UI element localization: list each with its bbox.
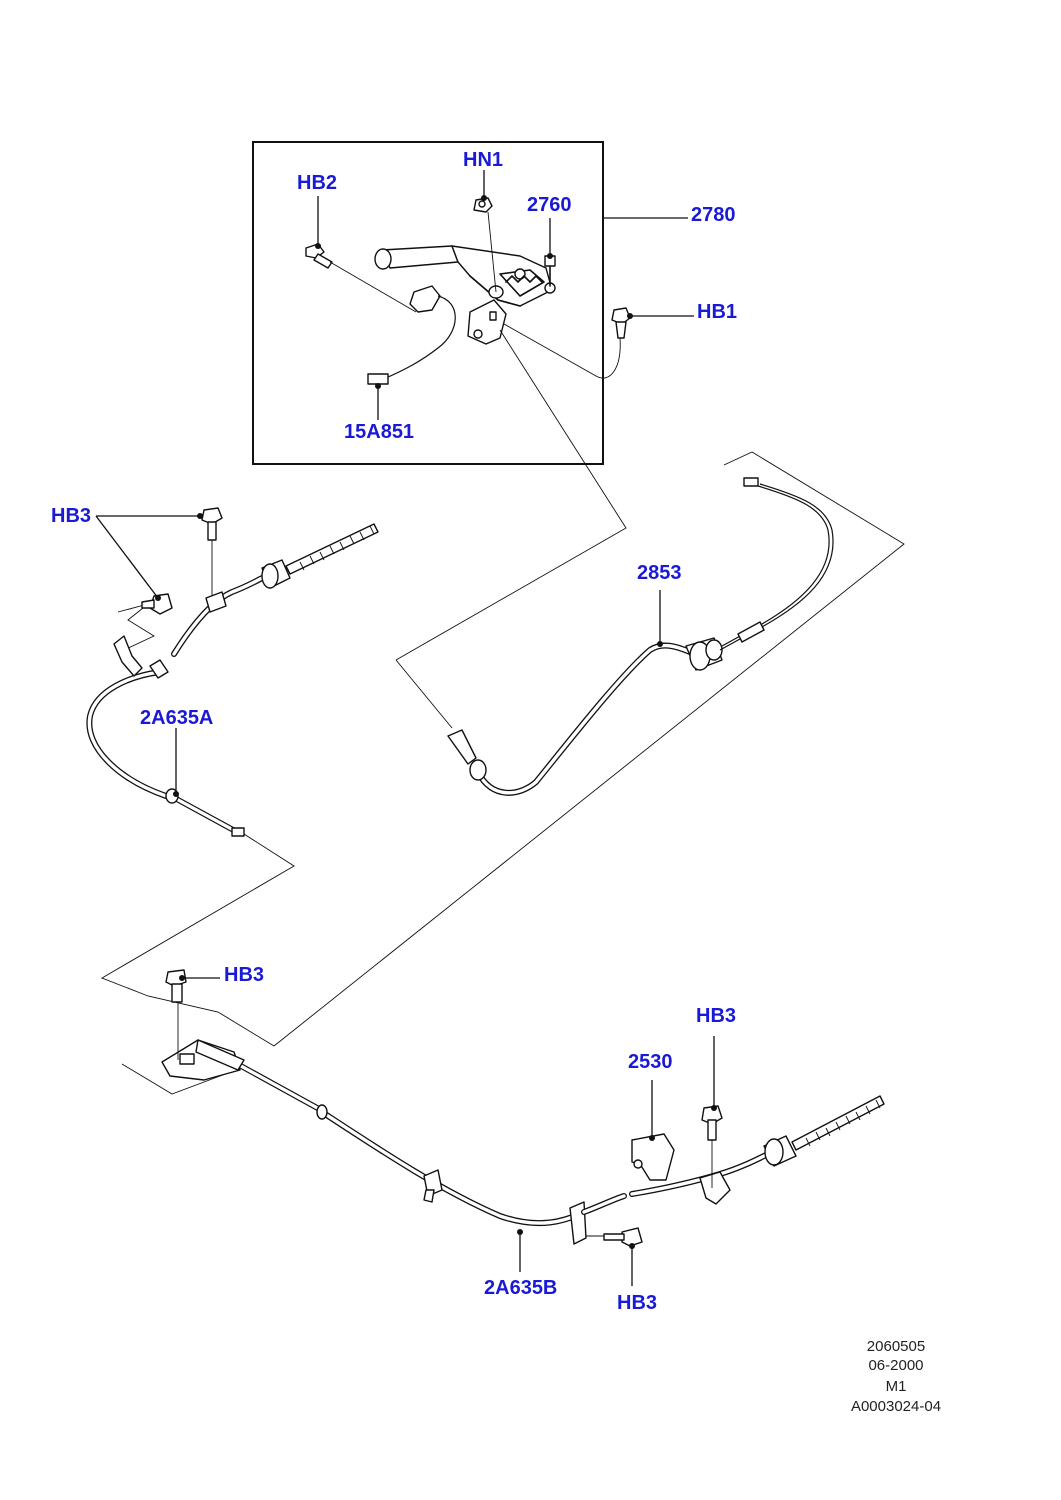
leader-lines: [95, 170, 717, 1286]
label-hb2: HB2: [297, 172, 337, 194]
lever-bracket: [467, 299, 507, 345]
front-cable-2853: [273, 451, 905, 1047]
bolt-hb3-mid: [165, 969, 187, 1003]
label-2530: 2530: [628, 1051, 673, 1073]
label-hb3-mid: HB3: [224, 964, 264, 986]
drawing-model-code: M1: [886, 1378, 907, 1395]
drawing-reference: A0003024-04: [851, 1398, 941, 1415]
label-2853: 2853: [637, 562, 682, 584]
label-2a635b: 2A635B: [484, 1277, 557, 1299]
insulator-pad-2530: [631, 1133, 675, 1181]
label-hb3-right: HB3: [696, 1005, 736, 1027]
bolt-hb1: [611, 307, 631, 339]
bolt-hb3-bottom: [603, 1227, 643, 1247]
left-rear-cable-2a635a: [86, 507, 379, 1047]
drawing-info: 2060505 06-2000 M1 A0003024-04: [851, 1338, 941, 1415]
label-hb1: HB1: [697, 301, 737, 323]
bolt-hb3-left-upper: [201, 507, 223, 541]
nut-hn1: [473, 197, 493, 213]
callout-labels: HN1 HB2 2760 2780 HB1 15A851 HB3 2853 2A…: [51, 149, 737, 1314]
brake-warning-switch-15a851: [367, 285, 456, 385]
label-hn1: HN1: [463, 149, 503, 171]
drawing-number: 2060505: [867, 1338, 925, 1355]
right-rear-cable-2a635b: [121, 969, 885, 1247]
label-15a851: 15A851: [344, 421, 414, 443]
label-2760: 2760: [527, 194, 572, 216]
label-2a635a: 2A635A: [140, 707, 213, 729]
label-2780: 2780: [691, 204, 736, 226]
label-hb3-left-top: HB3: [51, 505, 91, 527]
inset-frame: [252, 141, 604, 465]
bolt-hb3-right: [701, 1105, 723, 1141]
label-hb3-bottom: HB3: [617, 1292, 657, 1314]
parking-brake-lever: [374, 245, 556, 307]
drawing-date: 06-2000: [868, 1357, 923, 1374]
